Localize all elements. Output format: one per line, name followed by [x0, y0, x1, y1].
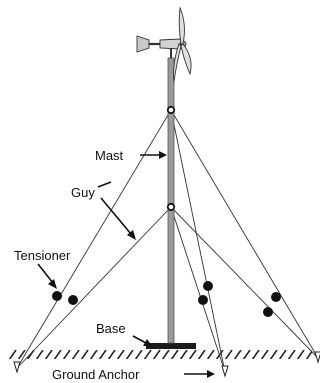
tensioner — [198, 295, 208, 305]
tensioner — [68, 295, 78, 305]
tensioner-label: Tensioner — [14, 248, 71, 263]
wind-turbine-icon — [136, 6, 192, 83]
ground-anchor-right — [314, 351, 320, 364]
mast — [167, 57, 175, 344]
ground — [8, 350, 312, 359]
label-arrows — [37, 151, 215, 378]
ground-anchor-center — [221, 365, 229, 378]
ground-anchors — [13, 351, 320, 378]
tensioner — [52, 291, 62, 301]
mast-collars — [166, 105, 176, 212]
guy-label: Guy — [71, 185, 95, 200]
tensioner — [203, 281, 213, 291]
tensioners — [52, 281, 281, 317]
top-collar — [166, 105, 176, 115]
lower-collar — [166, 202, 176, 212]
tensioner — [263, 307, 273, 317]
tensioner — [271, 292, 281, 302]
ground-anchor-label: Ground Anchor — [52, 367, 140, 382]
base-plate — [146, 343, 196, 349]
guy-wires — [16, 109, 319, 373]
base-label: Base — [96, 321, 126, 336]
mast-label: Mast — [95, 148, 124, 163]
ground-anchor-left — [13, 361, 21, 374]
